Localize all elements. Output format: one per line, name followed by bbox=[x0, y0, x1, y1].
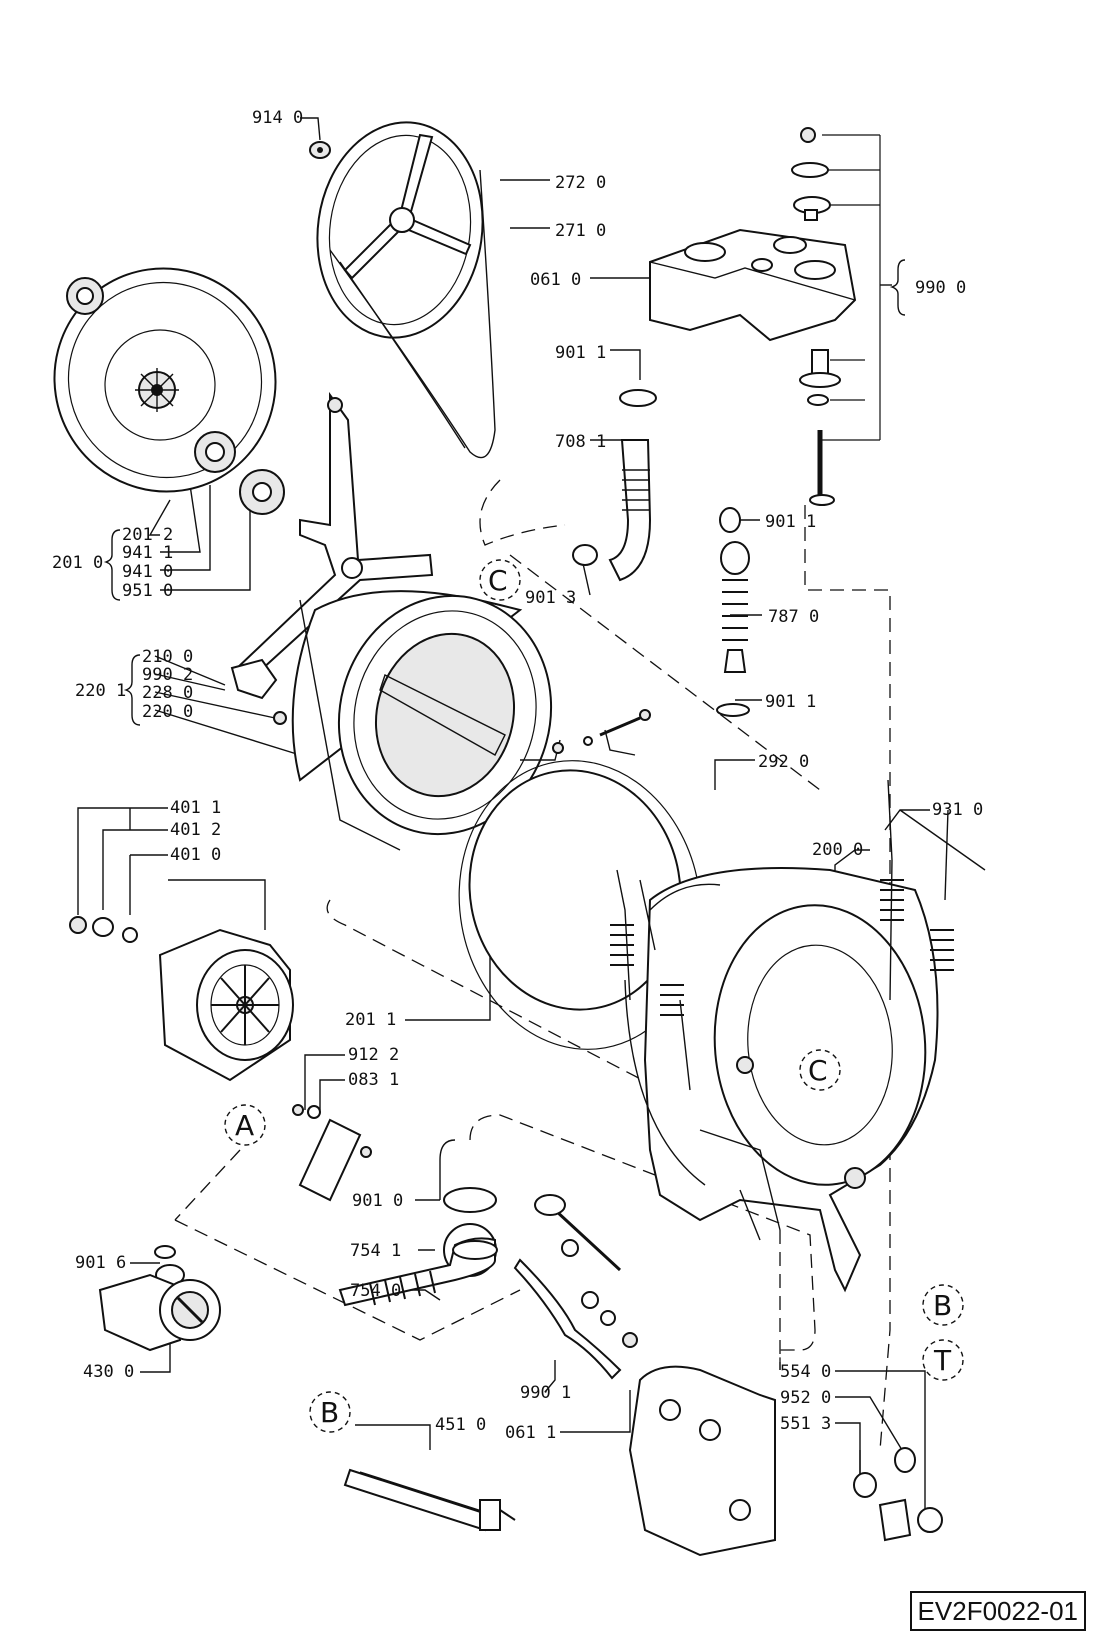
label-901-1-top: 901 1 bbox=[555, 343, 606, 363]
drawing-code: EV2F0022-01 bbox=[909, 1591, 1086, 1631]
counterweight-061-0 bbox=[649, 228, 857, 342]
small-parts-55x bbox=[853, 1447, 943, 1542]
label-210-0: 210 0 bbox=[142, 647, 193, 667]
counterweight-061-1 bbox=[628, 1365, 776, 1557]
label-951-0: 951 0 bbox=[122, 581, 173, 601]
label-754-0: 754 0 bbox=[350, 1281, 401, 1301]
label-931-0: 931 0 bbox=[932, 800, 983, 820]
label-220-1: 220 1 bbox=[75, 681, 126, 701]
label-200-0: 200 0 bbox=[812, 840, 863, 860]
label-228-0: 228 0 bbox=[142, 683, 193, 703]
label-914-0: 914 0 bbox=[252, 108, 303, 128]
label-912-2: 912 2 bbox=[348, 1045, 399, 1065]
suspension-springs bbox=[610, 779, 954, 1016]
label-061-0: 061 0 bbox=[530, 270, 581, 290]
ref-c-lower: C bbox=[808, 1054, 828, 1087]
label-272-0: 272 0 bbox=[555, 173, 606, 193]
label-901-1-mid: 901 1 bbox=[765, 512, 816, 532]
label-201-1: 201 1 bbox=[345, 1010, 396, 1030]
label-551-3: 551 3 bbox=[780, 1414, 831, 1434]
hose-708 bbox=[572, 389, 657, 582]
pulley-wheel bbox=[316, 121, 496, 459]
ref-t: T bbox=[933, 1344, 952, 1377]
label-901-3: 901 3 bbox=[525, 588, 576, 608]
label-401-1: 401 1 bbox=[170, 798, 221, 818]
part-labels: 914 0 272 0 271 0 061 0 990 0 901 1 708 … bbox=[52, 108, 983, 1443]
heater-451 bbox=[343, 1468, 516, 1532]
drum bbox=[291, 590, 553, 851]
label-401-2: 401 2 bbox=[170, 820, 221, 840]
label-401-0: 401 0 bbox=[170, 845, 221, 865]
label-451-0: 451 0 bbox=[435, 1415, 486, 1435]
label-990-1: 990 1 bbox=[520, 1383, 571, 1403]
label-430-0: 430 0 bbox=[83, 1362, 134, 1382]
tub-front bbox=[624, 867, 939, 1293]
bracket-083 bbox=[292, 1104, 372, 1202]
label-201-2: 201 2 bbox=[122, 525, 173, 545]
dashed-connectors bbox=[174, 479, 891, 1451]
label-941-0: 941 0 bbox=[122, 562, 173, 582]
group-braces bbox=[103, 259, 906, 726]
ref-b-right: B bbox=[933, 1289, 952, 1322]
ref-c-upper: C bbox=[488, 564, 508, 597]
drain-pump-430 bbox=[98, 1245, 221, 1352]
label-990-2: 990 2 bbox=[142, 665, 193, 685]
label-061-1: 061 1 bbox=[505, 1423, 556, 1443]
bolt bbox=[552, 709, 651, 754]
drain-hose-754 bbox=[338, 1187, 498, 1307]
label-941-1: 941 1 bbox=[122, 543, 173, 563]
label-901-6: 901 6 bbox=[75, 1253, 126, 1273]
label-708-1: 708 1 bbox=[555, 432, 606, 452]
fixing-kit-990-1 bbox=[513, 1194, 638, 1380]
fixing-kit-990-0 bbox=[791, 127, 841, 506]
label-292-0: 292 0 bbox=[758, 752, 809, 772]
label-554-0: 554 0 bbox=[780, 1362, 831, 1382]
label-787-0: 787 0 bbox=[768, 607, 819, 627]
label-901-1-low: 901 1 bbox=[765, 692, 816, 712]
label-083-1: 083 1 bbox=[348, 1070, 399, 1090]
nut-914 bbox=[309, 141, 331, 159]
drum-spider bbox=[230, 391, 434, 725]
motor-401 bbox=[69, 916, 294, 1082]
label-220-0: 220 0 bbox=[142, 702, 193, 722]
bellows-787 bbox=[716, 507, 750, 717]
reference-markers: C C A B T B bbox=[224, 559, 964, 1433]
label-754-1: 754 1 bbox=[350, 1241, 401, 1261]
label-271-0: 271 0 bbox=[555, 221, 606, 241]
rear-flange-201 bbox=[53, 267, 285, 515]
label-952-0: 952 0 bbox=[780, 1388, 831, 1408]
ref-b-left: B bbox=[320, 1396, 339, 1429]
label-990-0: 990 0 bbox=[915, 278, 966, 298]
ref-a: A bbox=[235, 1109, 254, 1142]
label-201-0: 201 0 bbox=[52, 553, 103, 573]
label-901-0: 901 0 bbox=[352, 1191, 403, 1211]
